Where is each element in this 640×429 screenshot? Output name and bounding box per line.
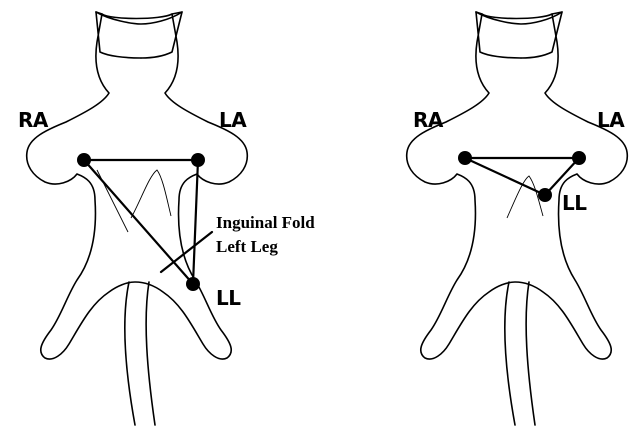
lead-lines-left — [84, 160, 212, 284]
label-la-left: LA — [219, 108, 247, 132]
annotation-pointer-line — [161, 232, 212, 272]
electrode-ra-right — [458, 151, 472, 165]
electrode-la-left — [191, 153, 205, 167]
label-ra-left: RA — [18, 108, 49, 132]
electrode-ll-right — [538, 188, 552, 202]
cat-diagram-right — [407, 14, 628, 425]
label-ra-right: RA — [413, 108, 444, 132]
electrode-la-right — [572, 151, 586, 165]
annotation-line-1: Inguinal Fold — [216, 213, 315, 232]
label-la-right: LA — [597, 108, 625, 132]
cat-tail — [125, 282, 155, 425]
cat-body-outline — [27, 14, 248, 359]
label-ll-left: LL — [216, 286, 241, 310]
heart-curve — [131, 170, 171, 218]
electrode-ll-left — [186, 277, 200, 291]
lead-lines-right — [465, 158, 579, 195]
cat-body-outline — [407, 14, 628, 359]
heart-curve — [507, 176, 543, 218]
electrode-ra-left — [77, 153, 91, 167]
annotation-line-2: Left Leg — [216, 237, 278, 256]
cat-tail — [505, 282, 535, 425]
label-ll-right: LL — [562, 191, 587, 215]
